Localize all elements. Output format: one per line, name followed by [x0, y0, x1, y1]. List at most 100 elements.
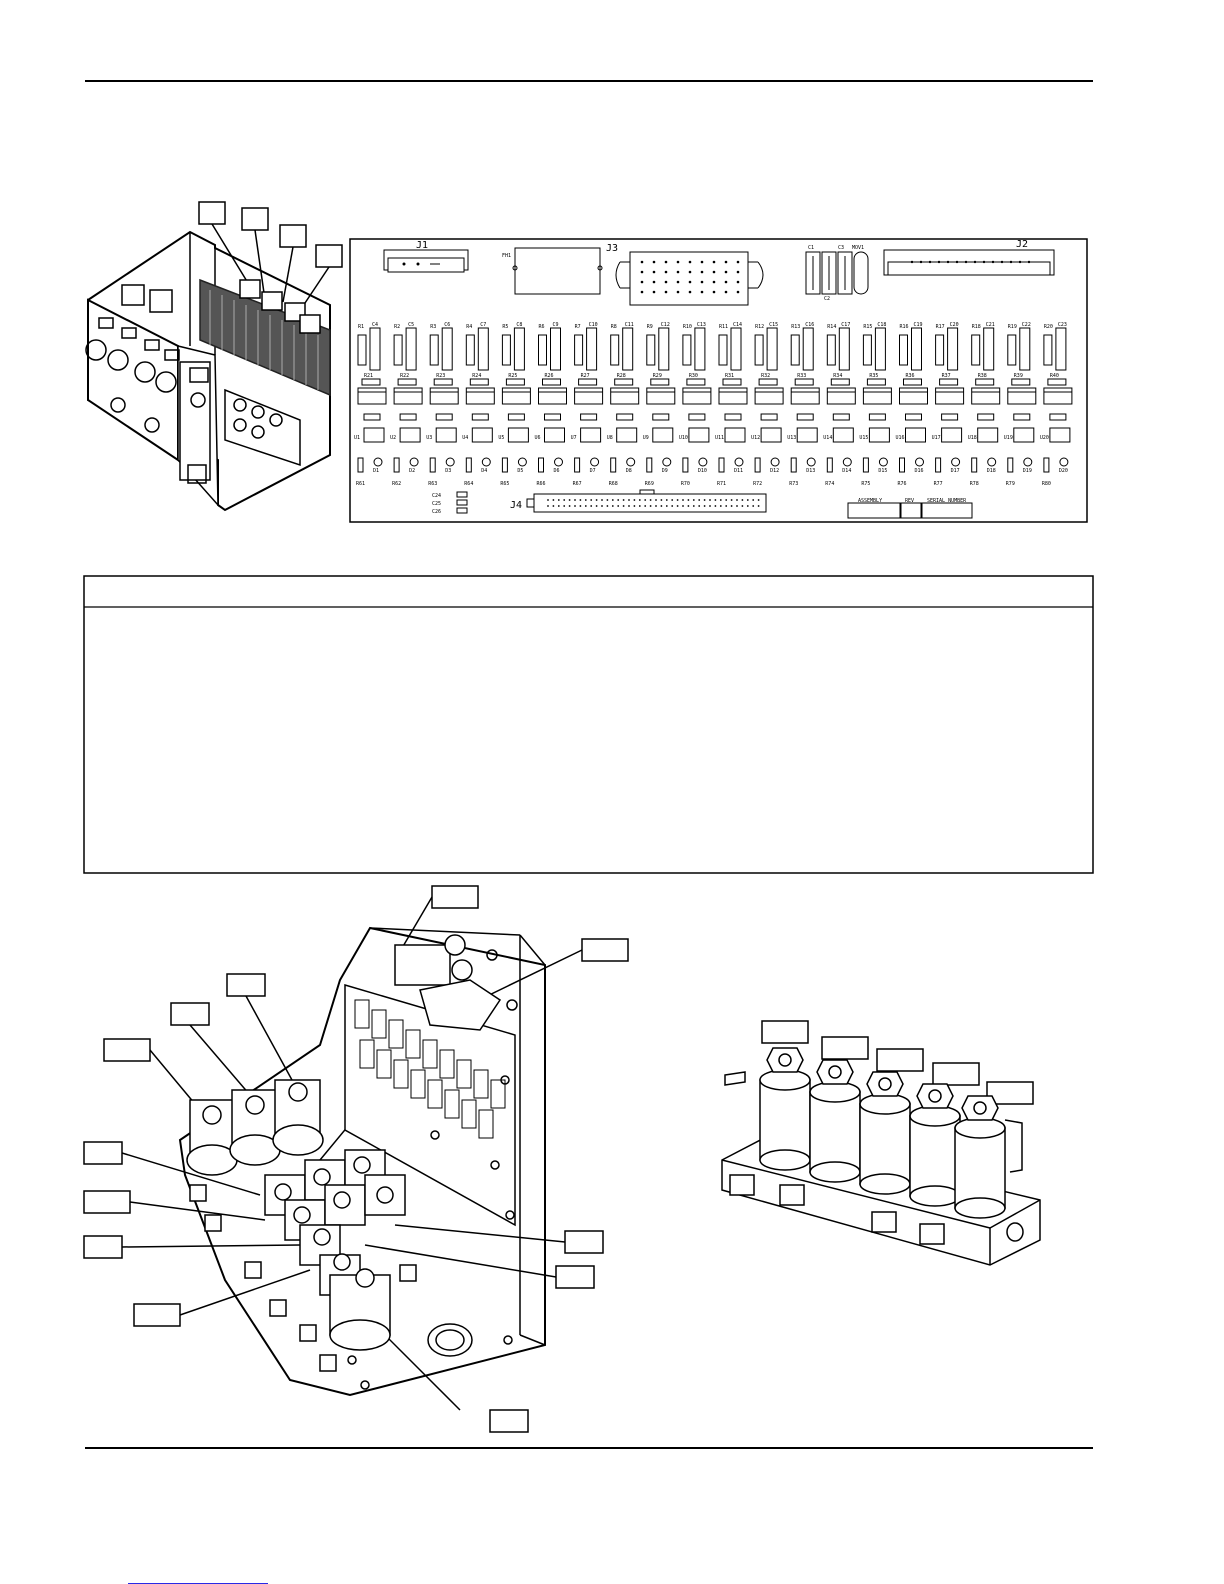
connector-pin [752, 505, 755, 507]
resistor-label: R32 [761, 373, 770, 379]
connector-pin [676, 280, 680, 284]
connector-pin [664, 280, 668, 284]
connector-pin [724, 280, 728, 284]
connector-pin [649, 499, 652, 501]
connector-pin [595, 499, 598, 501]
resistor-label: R24 [472, 373, 481, 379]
connector-pin [584, 499, 587, 501]
connector-pin [660, 499, 663, 501]
resistor-label: R23 [436, 373, 445, 379]
resistor-label: R73 [789, 481, 798, 487]
diode-label: D6 [554, 468, 560, 474]
resistor-label: R6 [539, 324, 545, 330]
connector-pin [714, 499, 717, 501]
cap-label-c1: C1 [808, 245, 814, 251]
resistor-label: R15 [863, 324, 872, 330]
valve-enclosure-illustration [83, 885, 629, 1433]
connector-pin [736, 290, 740, 294]
cap-label-c26: C26 [432, 509, 441, 515]
ic-label: U4 [462, 435, 468, 441]
resistor-label: R17 [936, 324, 945, 330]
connector-pin [671, 499, 674, 501]
callout-box [279, 224, 307, 248]
resistor-label: R74 [825, 481, 834, 487]
connector-pin [617, 505, 620, 507]
diode-label: D13 [806, 468, 815, 474]
connector-pin [652, 280, 656, 284]
callout-box [103, 1038, 151, 1062]
resistor-label: R14 [827, 324, 836, 330]
connector-pin [964, 260, 968, 264]
callout-box [564, 1230, 604, 1254]
connector-pin [652, 260, 656, 264]
connector-pin [757, 505, 760, 507]
connector-pin [736, 260, 740, 264]
capacitor-label: C16 [805, 322, 814, 328]
diode-label: D9 [662, 468, 668, 474]
ic-label: U20 [1040, 435, 1049, 441]
callout-box [555, 1265, 595, 1289]
resistor-label: R21 [364, 373, 373, 379]
resistor-label: R78 [970, 481, 979, 487]
connector-pin [910, 260, 914, 264]
connector-pin [664, 270, 668, 274]
resistor-label: R80 [1042, 481, 1051, 487]
resistor-label: R71 [717, 481, 726, 487]
connector-pin [595, 505, 598, 507]
connector-pin [552, 499, 555, 501]
connector-pin [568, 499, 571, 501]
capacitor-label: C22 [1022, 322, 1031, 328]
resistor-label: R27 [581, 373, 590, 379]
connector-pin [640, 290, 644, 294]
callout-box [241, 207, 269, 231]
connector-label-j1: J1 [416, 240, 428, 251]
callout-box [83, 1235, 123, 1259]
cap-label-c3: C3 [838, 245, 844, 251]
connector-pin [622, 499, 625, 501]
connector-pin [655, 499, 657, 501]
ic-label: U15 [859, 435, 868, 441]
diode-label: D15 [878, 468, 887, 474]
diode-label: D18 [987, 468, 996, 474]
fuse-holder-label: FH1 [502, 253, 511, 259]
connector-pin [712, 280, 716, 284]
connector-pin [671, 505, 674, 507]
resistor-label: R75 [861, 481, 870, 487]
diode-label: D14 [842, 468, 851, 474]
callout-box [133, 1303, 181, 1327]
callout-box [83, 1141, 123, 1165]
resistor-label: R36 [906, 373, 915, 379]
diode-label: D8 [626, 468, 632, 474]
resistor-label: R69 [645, 481, 654, 487]
ic-label: U6 [535, 435, 541, 441]
connector-pin [547, 499, 549, 501]
diode-label: D3 [445, 468, 451, 474]
connector-pin [688, 290, 692, 294]
connector-pin [676, 290, 680, 294]
connector-pin [557, 505, 560, 507]
capacitor-label: C15 [769, 322, 778, 328]
connector-pin [649, 505, 652, 507]
connector-pin [638, 499, 641, 501]
connector-pin [557, 499, 560, 501]
connector-pin [1000, 260, 1004, 264]
resistor-label: R30 [689, 373, 698, 379]
connector-pin [579, 505, 582, 507]
connector-pin [730, 499, 733, 501]
connector-pin [955, 260, 959, 264]
ic-label: U9 [643, 435, 649, 441]
capacitor-label: C23 [1058, 322, 1067, 328]
callout-box [170, 1002, 210, 1026]
ic-label: U10 [679, 435, 688, 441]
resistor-label: R25 [508, 373, 517, 379]
ic-label: U7 [571, 435, 577, 441]
manifold-illustration [721, 1020, 1041, 1266]
diode-label: D11 [734, 468, 743, 474]
connector-pin [628, 499, 630, 501]
resistor-label: R22 [400, 373, 409, 379]
